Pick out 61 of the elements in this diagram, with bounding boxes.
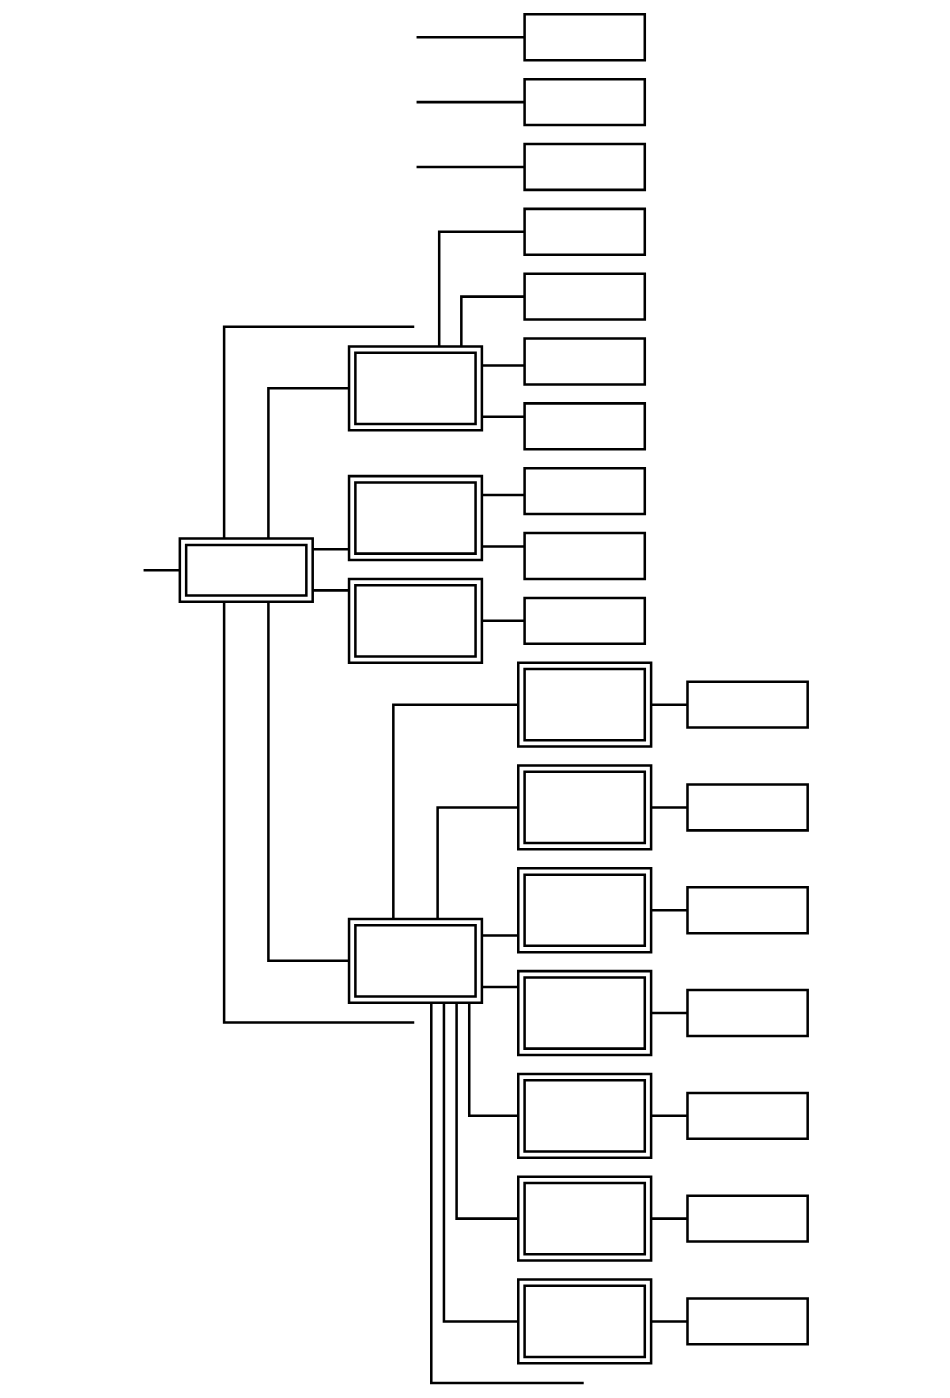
- node-box: [347, 345, 484, 432]
- connector: [651, 1217, 687, 1220]
- node-box: [523, 207, 647, 256]
- connector: [651, 908, 687, 912]
- connector: [267, 387, 349, 539]
- node-box: [517, 1072, 653, 1159]
- connector: [430, 1002, 584, 1385]
- connector: [482, 415, 525, 419]
- connector: [482, 493, 525, 497]
- node-box: [517, 764, 653, 851]
- connector: [416, 36, 525, 39]
- node-box: [523, 142, 647, 192]
- connector: [651, 703, 687, 706]
- node-box: [517, 969, 653, 1057]
- node-box: [347, 577, 484, 664]
- node-box: [523, 596, 647, 646]
- connector: [416, 100, 525, 104]
- connector: [143, 568, 180, 572]
- node-box: [517, 661, 653, 748]
- node-box: [686, 1194, 809, 1243]
- connector: [482, 619, 525, 623]
- node-box: [347, 474, 484, 562]
- connector: [651, 806, 687, 809]
- connector: [467, 1002, 519, 1118]
- node-box: [178, 537, 314, 604]
- node-box: [523, 77, 647, 127]
- node-box: [347, 917, 484, 1004]
- connector: [437, 230, 525, 347]
- node-box: [686, 988, 809, 1038]
- node-box: [517, 1278, 653, 1365]
- node-box: [686, 886, 809, 935]
- node-box: [686, 680, 809, 729]
- node-box: [523, 402, 647, 451]
- connector: [313, 548, 349, 551]
- connector: [651, 1011, 687, 1015]
- node-box: [517, 867, 653, 954]
- connector: [392, 703, 518, 919]
- node-box: [517, 1175, 653, 1262]
- connector: [222, 325, 415, 539]
- connector: [436, 806, 519, 919]
- connector: [442, 1002, 519, 1323]
- connector: [460, 295, 525, 347]
- connector: [482, 364, 525, 367]
- node-box: [523, 531, 647, 581]
- connector: [482, 985, 518, 989]
- connector: [651, 1320, 687, 1323]
- node-box: [686, 783, 809, 832]
- node-box: [523, 337, 647, 386]
- connector: [267, 602, 349, 963]
- connector: [455, 1002, 518, 1220]
- node-box: [523, 466, 647, 516]
- node-box: [686, 1091, 809, 1140]
- node-box: [523, 272, 647, 321]
- connector: [482, 934, 518, 937]
- connector: [313, 589, 349, 592]
- node-box: [523, 13, 647, 62]
- connector: [416, 165, 525, 169]
- connector: [482, 545, 525, 548]
- connector: [222, 602, 415, 1024]
- node-box: [686, 1297, 809, 1346]
- connector: [651, 1114, 687, 1118]
